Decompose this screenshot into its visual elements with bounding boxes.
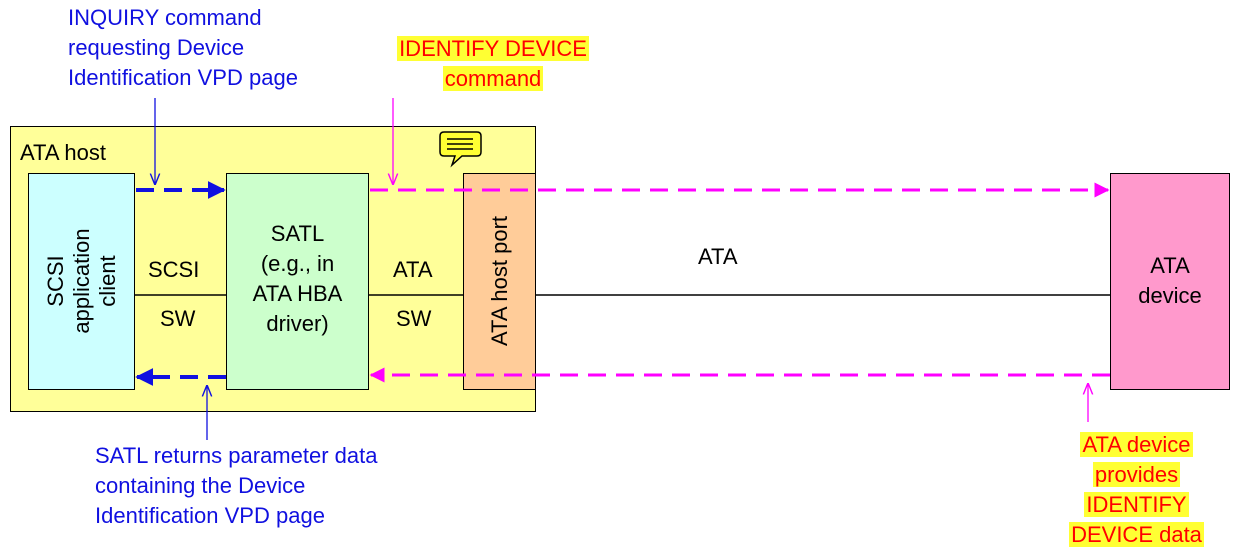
ata-device-label: ATA device [1138,253,1202,308]
scsi-link-top-label: SCSI [148,257,200,282]
ata-host-port-box [463,173,536,390]
inquiry-annotation: INQUIRY command requesting Device Identi… [68,5,298,90]
scsi-application-client-box [28,173,135,390]
satl-box [226,173,369,390]
comment-note-icon [439,131,482,168]
satl-label: SATL (e.g., in ATA HBA driver) [252,221,343,336]
satl-returns-annotation: SATL returns parameter data containing t… [95,443,378,528]
scsi-link-bottom-label: SW [160,306,196,331]
ata-device-box [1110,173,1230,390]
ata-wire-label: ATA [698,244,738,269]
identify-command-annotation: IDENTIFY DEVICE command [397,36,589,91]
device-provides-annotation: ATA device provides IDENTIFY DEVICE data [1069,432,1204,547]
ata-sw-link-top-label: ATA [393,257,433,282]
ata-sw-link-bottom-label: SW [396,306,432,331]
ata-host-label: ATA host [20,140,107,165]
